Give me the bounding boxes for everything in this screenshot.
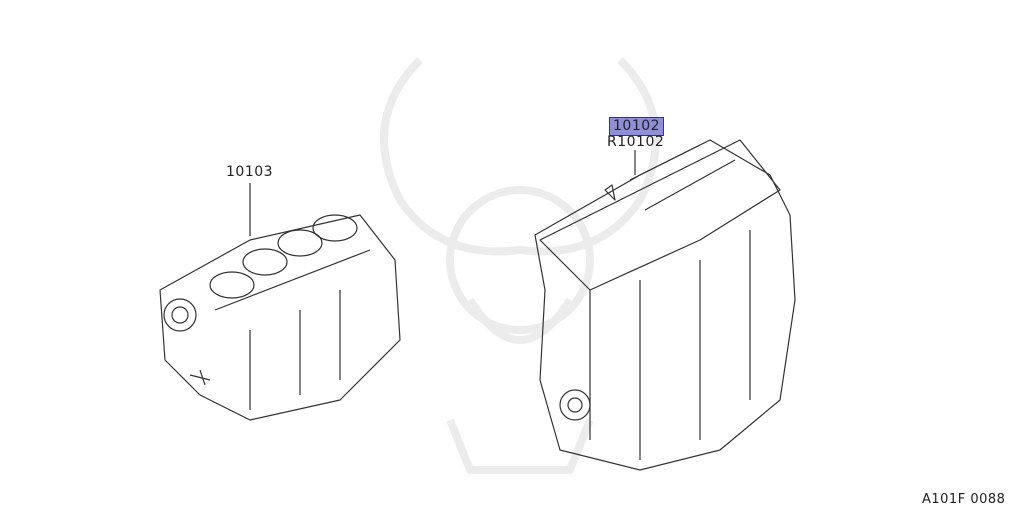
- part-label-r10102[interactable]: R10102: [607, 134, 665, 150]
- diagram-code: A101F 0088: [922, 492, 1006, 507]
- watermark-logo: [380, 57, 660, 474]
- part-label-10103[interactable]: 10103: [226, 164, 274, 180]
- engine-assembly-drawing: [534, 139, 796, 471]
- part-label-10102-highlighted[interactable]: 10102: [609, 117, 665, 136]
- cylinder-block-drawing: [159, 183, 401, 421]
